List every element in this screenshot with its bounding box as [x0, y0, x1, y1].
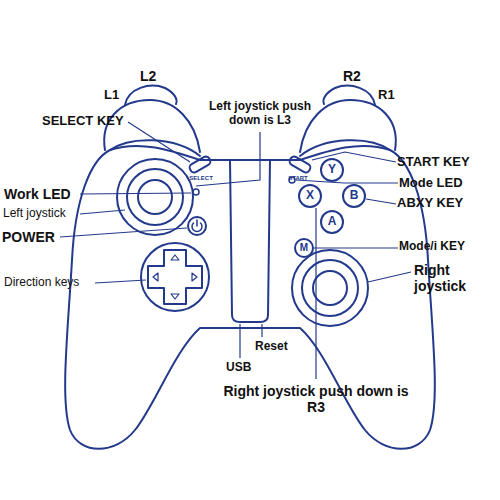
- leader-line: [128, 122, 190, 162]
- button-letter: A: [328, 215, 337, 229]
- callout-label: Right joystick push down is R3: [216, 383, 416, 415]
- left-joystick-ring: [117, 159, 193, 235]
- power-button: [188, 217, 206, 235]
- callout-label: START KEY: [397, 155, 497, 170]
- callout-label: ABXY KEY: [397, 196, 497, 211]
- leader-line: [261, 324, 262, 337]
- button-letter: B: [350, 189, 359, 203]
- select-button: [188, 155, 212, 174]
- button-text: SELECT: [189, 175, 213, 182]
- leader-line: [312, 152, 396, 162]
- center-panel: [230, 160, 270, 322]
- left-trigger: [125, 86, 177, 105]
- leader-line: [368, 272, 411, 282]
- dpad-cross: [148, 250, 202, 304]
- work-led: [193, 189, 199, 195]
- right-joystick-base: [302, 260, 358, 316]
- callout-label: Work LED: [4, 186, 80, 202]
- trigger-label: L2: [140, 68, 170, 84]
- callout-label: Reset: [255, 340, 315, 354]
- callout-label: SELECT KEY: [42, 114, 132, 129]
- leader-line: [60, 228, 187, 237]
- b-button: [343, 185, 365, 207]
- x-button: [299, 185, 321, 207]
- bumper-label: R1: [378, 88, 408, 103]
- button-letter: Y: [328, 163, 336, 177]
- a-button: [321, 211, 343, 233]
- left-joystick-cap: [138, 180, 172, 214]
- callout-label: Mode/i KEY: [399, 240, 497, 254]
- button-letter: M: [300, 242, 308, 254]
- callout-label: Right joystick: [414, 262, 496, 294]
- left-joystick-base: [127, 169, 183, 225]
- leader-line: [95, 280, 146, 283]
- callout-label: Left joystick push down is L3: [200, 100, 320, 128]
- bumper-label: L1: [104, 88, 134, 103]
- callout-label: Direction keys: [4, 276, 96, 290]
- leader-line: [80, 210, 125, 214]
- button-text: START: [288, 175, 308, 182]
- callout-label: USB: [226, 361, 276, 375]
- trigger-label: R2: [343, 68, 373, 84]
- mode-button: [295, 239, 313, 257]
- leader-line: [80, 193, 191, 194]
- controller-body: [65, 146, 435, 449]
- leader-line: [296, 180, 398, 183]
- dpad-ring: [141, 243, 209, 311]
- callout-label: POWER: [2, 229, 62, 245]
- right-shoulder-edge: [300, 140, 390, 156]
- leader-line: [366, 199, 396, 204]
- start-button: [288, 155, 312, 174]
- right-joystick-ring: [292, 250, 368, 326]
- leader-line: [315, 208, 316, 379]
- right-joystick-cap: [313, 271, 347, 305]
- leader-line: [239, 324, 240, 358]
- power-symbol: [192, 220, 202, 232]
- right-trigger: [323, 86, 375, 105]
- callout-label: Mode LED: [399, 176, 497, 191]
- callout-label: Left joystick: [3, 207, 81, 221]
- dpad-arrows: [153, 255, 197, 299]
- leader-line: [314, 247, 398, 248]
- y-button: [321, 159, 343, 181]
- left-shoulder-edge: [110, 140, 200, 156]
- button-letter: X: [306, 189, 314, 203]
